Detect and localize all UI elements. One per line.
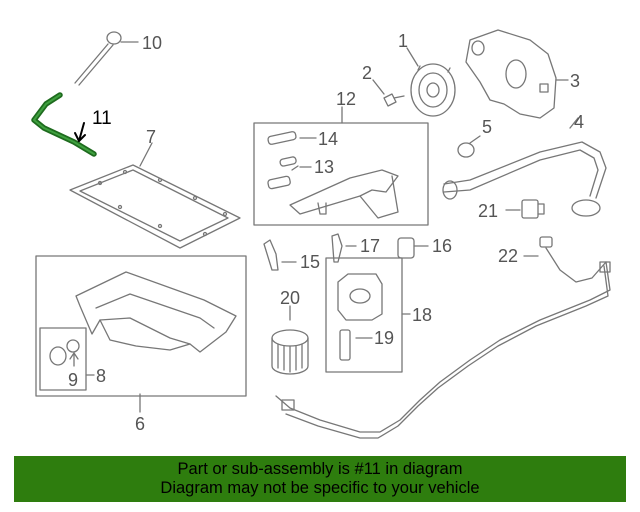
callout-7: 7 bbox=[146, 127, 156, 147]
part-2-bolt[interactable] bbox=[372, 79, 405, 107]
callout-9: 9 bbox=[68, 370, 78, 390]
callout-19: 19 bbox=[374, 328, 394, 348]
info-banner: Part or sub-assembly is #11 in diagram D… bbox=[14, 456, 626, 502]
part-21-sensor[interactable] bbox=[505, 199, 545, 219]
callout-15: 15 bbox=[300, 252, 320, 272]
callout-18: 18 bbox=[412, 305, 432, 325]
part-16-cap[interactable] bbox=[397, 237, 429, 259]
callout-21: 21 bbox=[478, 201, 498, 221]
callout-13: 13 bbox=[314, 157, 334, 177]
parts-diagram: 10 11 7 12 14 13 1 2 3 5 4 21 22 17 16 1… bbox=[31, 29, 611, 439]
part-6-oil-pan[interactable] bbox=[35, 255, 247, 413]
banner-line-2: Diagram may not be specific to your vehi… bbox=[160, 479, 480, 497]
callout-14: 14 bbox=[318, 129, 338, 149]
callout-17: 17 bbox=[360, 236, 380, 256]
part-4-pickup-tube[interactable] bbox=[442, 117, 607, 217]
part-7-pan-gasket[interactable] bbox=[69, 142, 241, 249]
part-8-9-group[interactable] bbox=[39, 327, 95, 391]
callout-12: 12 bbox=[336, 89, 356, 109]
part-12-group[interactable] bbox=[253, 106, 429, 226]
part-18-cooler-group[interactable] bbox=[325, 257, 411, 373]
part-11-dipstick-tube[interactable] bbox=[31, 92, 97, 157]
callout-16: 16 bbox=[432, 236, 452, 256]
callout-2: 2 bbox=[362, 63, 372, 83]
part-10-dipstick[interactable] bbox=[74, 31, 139, 86]
part-1-pulley[interactable] bbox=[406, 47, 456, 117]
part-15-clip[interactable] bbox=[263, 239, 297, 271]
part-14-seal[interactable] bbox=[267, 131, 317, 145]
part-20-oil-filter[interactable] bbox=[271, 305, 309, 375]
callout-4: 4 bbox=[574, 112, 584, 132]
part-3-oil-pump[interactable] bbox=[465, 29, 569, 119]
callout-22: 22 bbox=[498, 246, 518, 266]
callout-5: 5 bbox=[482, 117, 492, 137]
callout-8: 8 bbox=[96, 366, 106, 386]
callout-20: 20 bbox=[280, 288, 300, 308]
part-13-seal[interactable] bbox=[267, 156, 312, 190]
callout-11: 11 bbox=[92, 108, 112, 129]
callout-10: 10 bbox=[142, 33, 162, 53]
callout-1: 1 bbox=[398, 31, 408, 51]
part-12-pickup[interactable] bbox=[289, 169, 399, 219]
part-22-harness[interactable] bbox=[275, 236, 611, 439]
callout-6: 6 bbox=[135, 414, 145, 434]
part-5-o-ring[interactable] bbox=[457, 135, 481, 158]
callout-3: 3 bbox=[570, 71, 580, 91]
banner-line-1: Part or sub-assembly is #11 in diagram bbox=[177, 460, 463, 478]
part-19-adapter[interactable] bbox=[339, 329, 373, 361]
